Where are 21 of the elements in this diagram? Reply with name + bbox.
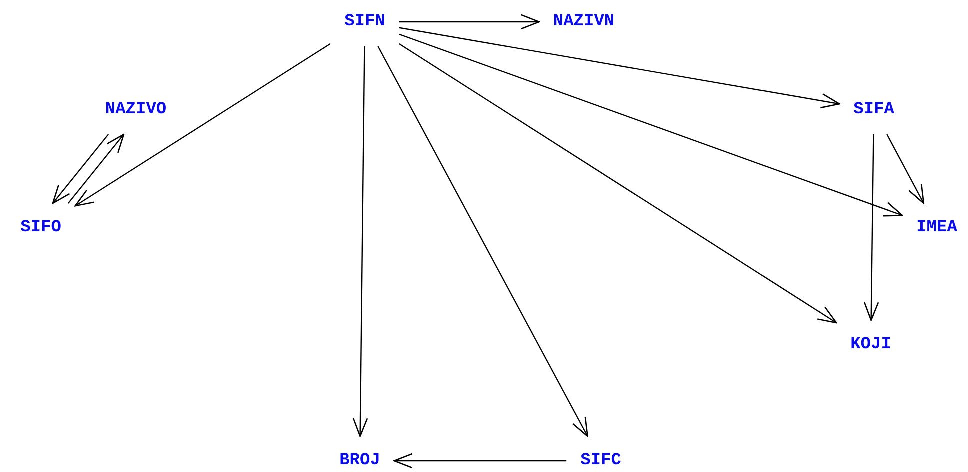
node-label: SIFN [330,0,400,46]
arrow [399,27,840,109]
arrow [378,46,588,438]
arrow [74,43,331,207]
node-label: SIFO [6,204,76,252]
node-label: SIFC [566,436,636,472]
node-label: KOJI [836,320,906,370]
node-label: SIFA [840,86,908,134]
arrow [52,134,110,204]
arrow [394,453,567,469]
arrow [68,134,125,204]
node-label: IMEA [902,204,968,252]
arrow [864,134,880,322]
arrow [886,134,925,204]
arrow [352,46,368,438]
node-label: NAZIVO [91,86,181,134]
arrow [399,34,904,217]
arrow [399,14,540,30]
node-label: BROJ [326,436,394,472]
node-label: NAZIVN [539,0,629,46]
arrow [399,44,838,324]
